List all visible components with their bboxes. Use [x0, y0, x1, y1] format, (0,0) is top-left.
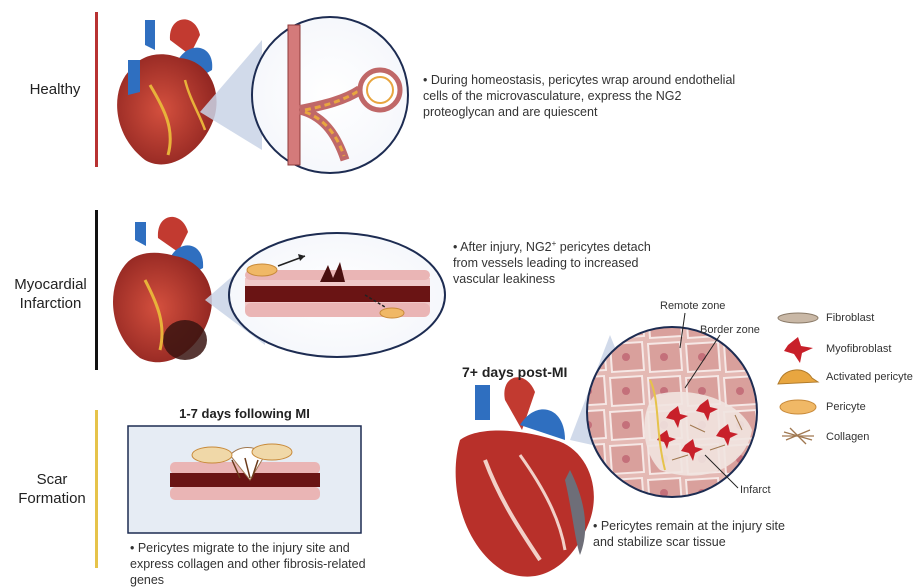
collagen-icon: [782, 428, 814, 444]
legend-icons: [778, 313, 818, 444]
infarction-description: • After injury, NG2+ pericytes detach fr…: [453, 236, 673, 287]
legend-collagen: Collagen: [826, 431, 869, 443]
myofibroblast-icon: [784, 337, 813, 363]
healthy-description: • During homeostasis, pericytes wrap aro…: [423, 72, 743, 120]
legend-pericyte: Pericyte: [826, 401, 866, 413]
pericyte-icon: [780, 400, 816, 414]
scar-panel-title: 1-7 days following MI: [128, 406, 361, 421]
post-mi-title: 7+ days post-MI: [462, 364, 567, 380]
fibroblast-icon: [778, 313, 818, 323]
legend-activated-pericyte: Activated pericyte: [826, 371, 913, 383]
infarction-heart: [113, 217, 212, 362]
post-mi-heart: [456, 377, 594, 576]
scar-description: • Pericytes migrate to the injury site a…: [130, 540, 370, 588]
activated-pericyte-icon: [778, 370, 818, 384]
post-mi-description: • Pericytes remain at the injury site an…: [593, 518, 793, 550]
border-zone-label: Border zone: [700, 324, 760, 336]
remote-zone-label: Remote zone: [660, 300, 725, 312]
legend-myofibroblast: Myofibroblast: [826, 343, 891, 355]
legend-fibroblast: Fibroblast: [826, 312, 874, 324]
infarction-desc-part1: • After injury, NG2: [453, 240, 552, 254]
infarct-label: Infarct: [740, 484, 771, 496]
healthy-heart: [117, 19, 216, 164]
